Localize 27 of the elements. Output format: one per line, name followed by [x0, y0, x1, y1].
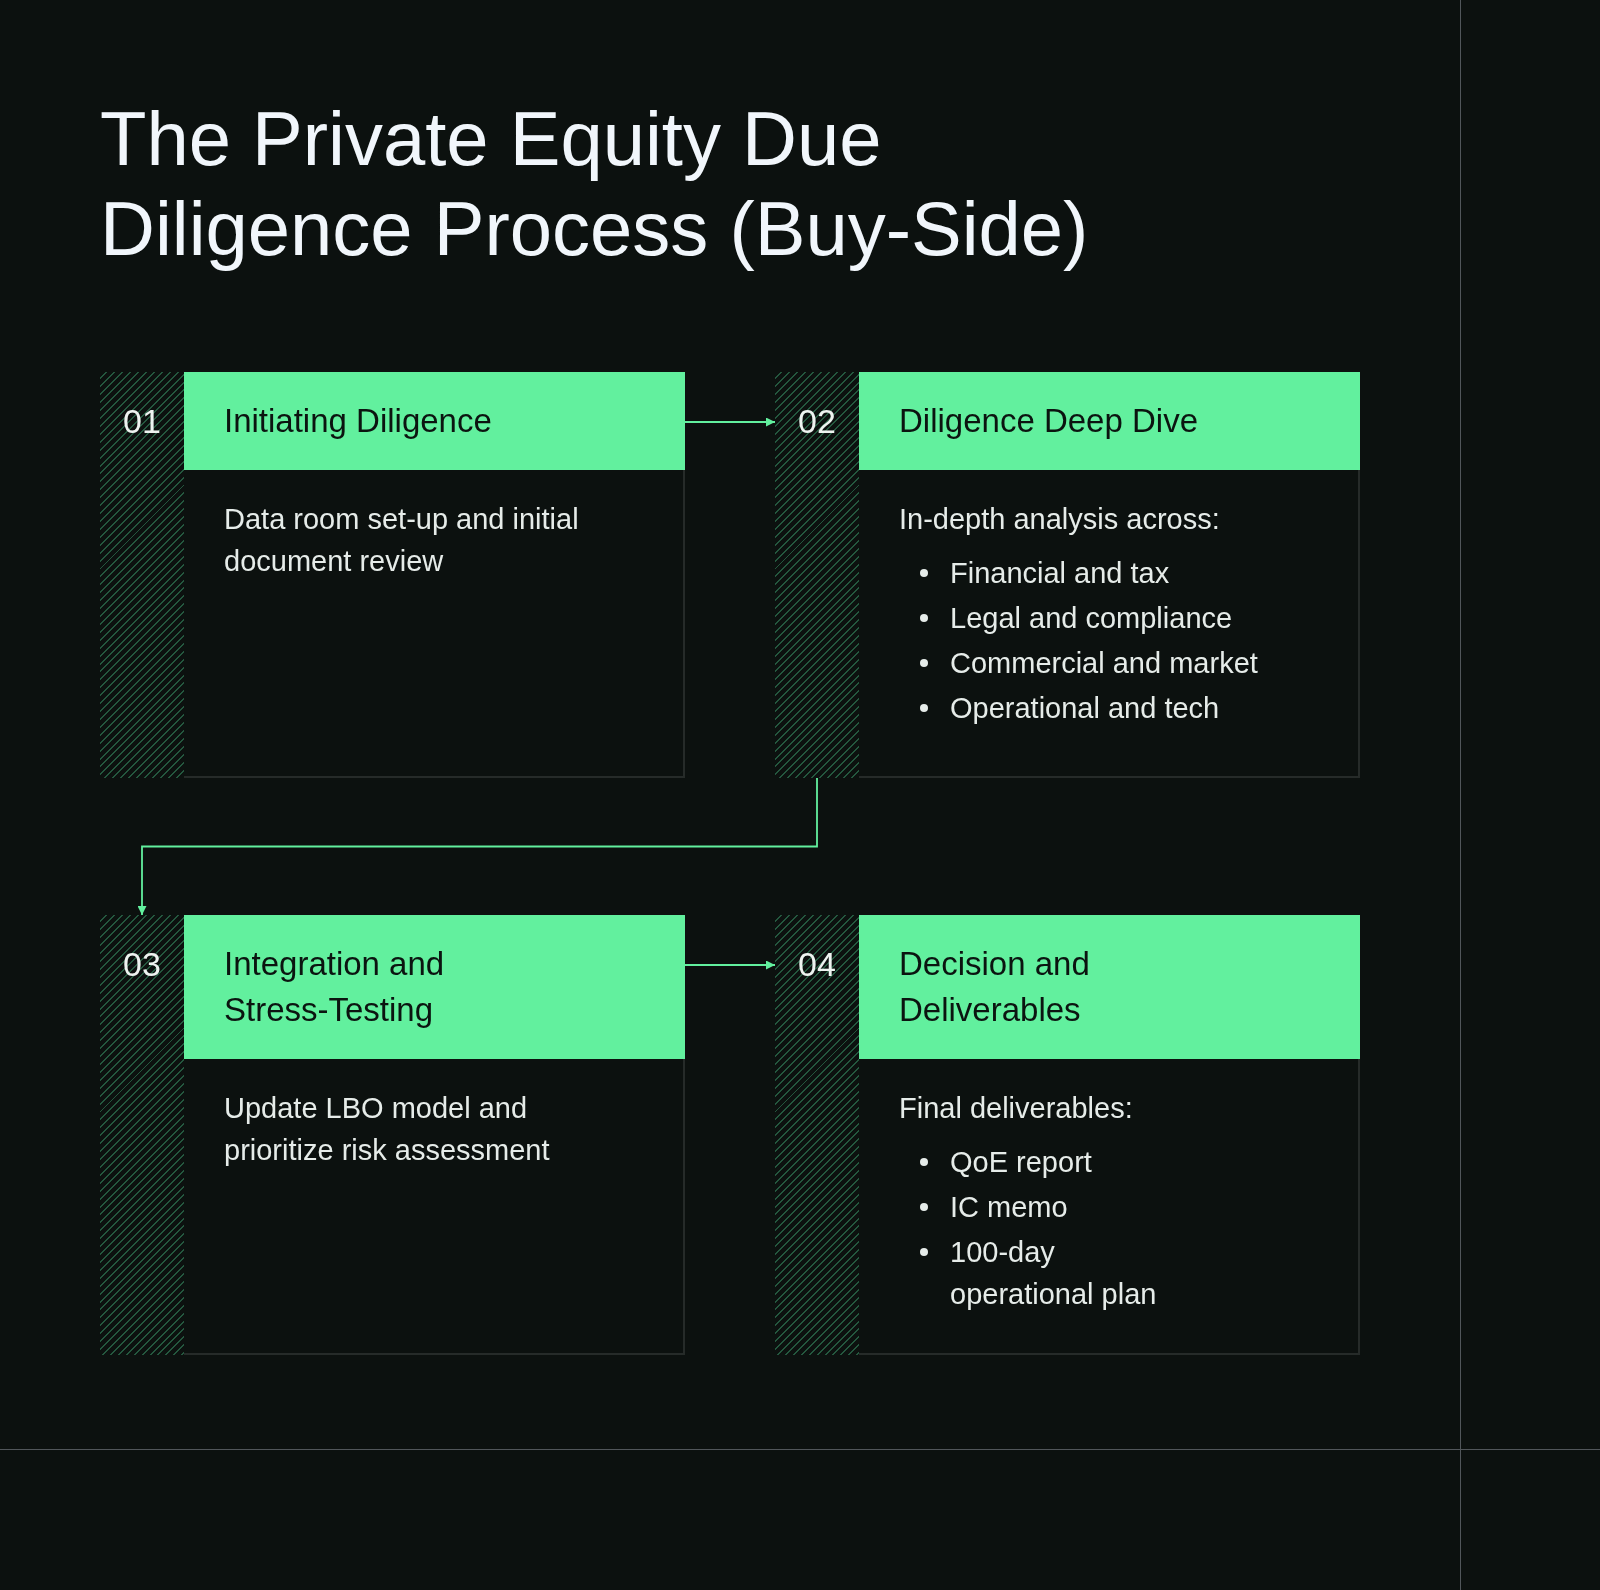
step-title: Diligence Deep Dive	[899, 401, 1199, 441]
step-card	[100, 372, 685, 778]
connector-arrow	[684, 960, 776, 970]
bullet-text: Financial and tax	[950, 556, 1170, 591]
step-card	[775, 372, 1360, 778]
step-description: Update LBO model and prioritize risk assessment	[224, 1091, 551, 1168]
bullet-text: QoE report	[950, 1145, 1092, 1180]
step-number: 02	[798, 401, 836, 442]
connector-arrow	[684, 417, 776, 427]
step-description: Data room set-up and initial document review	[224, 502, 580, 579]
step-number: 03	[123, 944, 161, 985]
step-number: 04	[798, 944, 836, 985]
bullet-text: Operational and tech	[950, 691, 1220, 726]
step-description: In-depth analysis across:	[899, 502, 1221, 537]
step-card	[100, 915, 685, 1355]
step-title: Initiating Diligence	[224, 401, 493, 441]
step-title: Integration and Stress-Testing	[224, 944, 446, 1030]
bullet-text: 100-day operational plan	[950, 1235, 1158, 1312]
bullet-text: Commercial and market	[950, 646, 1258, 681]
bullet-text: Legal and compliance	[950, 601, 1233, 636]
bullet-text: IC memo	[950, 1190, 1068, 1225]
connector-arrow	[137, 777, 818, 916]
step-number: 01	[123, 401, 161, 442]
diagram-title: The Private Equity Due Diligence Process (Buy-Side)	[100, 95, 1090, 273]
step-card	[775, 915, 1360, 1355]
step-title: Decision and Deliverables	[899, 944, 1091, 1030]
step-description: Final deliverables:	[899, 1091, 1134, 1126]
